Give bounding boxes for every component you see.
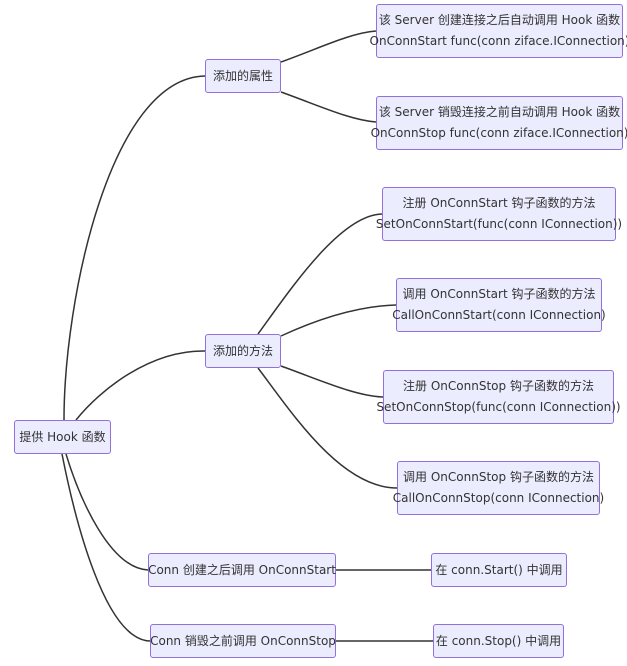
node-conn-stop-child: 在 conn.Stop() 中调用: [433, 624, 564, 658]
edge-methods-call-stop: [257, 367, 398, 489]
node-methods-label: 添加的方法: [212, 343, 273, 358]
node-attr-onconnstart-line2: OnConnStart func(conn ziface.IConnection…: [369, 34, 627, 48]
node-conn-stop: Conn 销毁之前调用 OnConnStop: [150, 624, 336, 658]
node-method-set-onconnstart-line1: 注册 OnConnStart 钩子函数的方法: [402, 196, 596, 210]
edge-methods-set-stop: [280, 365, 384, 398]
node-attr-onconnstop-line1: 该 Server 销毁连接之前自动调用 Hook 函数: [378, 105, 621, 119]
edge-methods-call-start: [280, 304, 397, 337]
node-method-call-onconnstart: 调用 OnConnStart 钩子函数的方法 CallOnConnStart(c…: [392, 278, 606, 332]
edge-root-conn-start: [65, 453, 149, 571]
edge-attrs-start: [280, 30, 377, 63]
edge-root-conn-stop: [61, 453, 151, 642]
node-conn-start-child-label: 在 conn.Start() 中调用: [435, 562, 563, 577]
node-conn-stop-label: Conn 销毁之前调用 OnConnStop: [150, 633, 336, 648]
node-conn-start: Conn 创建之后调用 OnConnStart: [148, 553, 336, 587]
edge-methods-set-start: [257, 213, 383, 335]
node-method-call-onconnstop-line1: 调用 OnConnStop 钩子函数的方法: [403, 470, 594, 484]
edge-root-methods: [75, 350, 206, 421]
node-method-call-onconnstop-line2: CallOnConnStop(conn IConnection): [392, 491, 605, 505]
node-attrs-label: 添加的属性: [212, 68, 273, 83]
edge-root-attrs: [63, 75, 206, 421]
node-attr-onconnstart: 该 Server 创建连接之后自动调用 Hook 函数 OnConnStart …: [370, 4, 627, 58]
node-conn-start-child: 在 conn.Start() 中调用: [431, 553, 567, 587]
node-root: 提供 Hook 函数: [14, 420, 111, 454]
node-method-set-onconnstop: 注册 OnConnStop 钩子函数的方法 SetOnConnStop(func…: [376, 370, 621, 424]
node-conn-start-label: Conn 创建之后调用 OnConnStart: [148, 562, 336, 577]
node-method-set-onconnstop-line2: SetOnConnStop(func(conn IConnection)): [376, 400, 621, 414]
node-methods: 添加的方法: [205, 334, 281, 368]
edge-attrs-stop: [280, 91, 377, 123]
node-root-label: 提供 Hook 函数: [19, 429, 106, 444]
node-attr-onconnstop-line2: OnConnStop func(conn ziface.IConnection): [370, 126, 627, 140]
node-attrs: 添加的属性: [205, 59, 281, 93]
node-conn-stop-child-label: 在 conn.Stop() 中调用: [435, 633, 562, 648]
node-attr-onconnstart-line1: 该 Server 创建连接之后自动调用 Hook 函数: [378, 13, 621, 27]
node-method-set-onconnstop-line1: 注册 OnConnStop 钩子函数的方法: [403, 379, 594, 393]
node-method-call-onconnstop: 调用 OnConnStop 钩子函数的方法 CallOnConnStop(con…: [393, 461, 604, 515]
node-method-set-onconnstart-line2: SetOnConnStart(func(conn IConnection)): [375, 217, 623, 231]
node-method-call-onconnstart-line1: 调用 OnConnStart 钩子函数的方法: [402, 287, 596, 301]
node-method-call-onconnstart-line2: CallOnConnStart(conn IConnection): [392, 308, 606, 322]
node-method-set-onconnstart: 注册 OnConnStart 钩子函数的方法 SetOnConnStart(fu…: [376, 187, 622, 241]
node-attr-onconnstop: 该 Server 销毁连接之前自动调用 Hook 函数 OnConnStop f…: [371, 96, 627, 150]
